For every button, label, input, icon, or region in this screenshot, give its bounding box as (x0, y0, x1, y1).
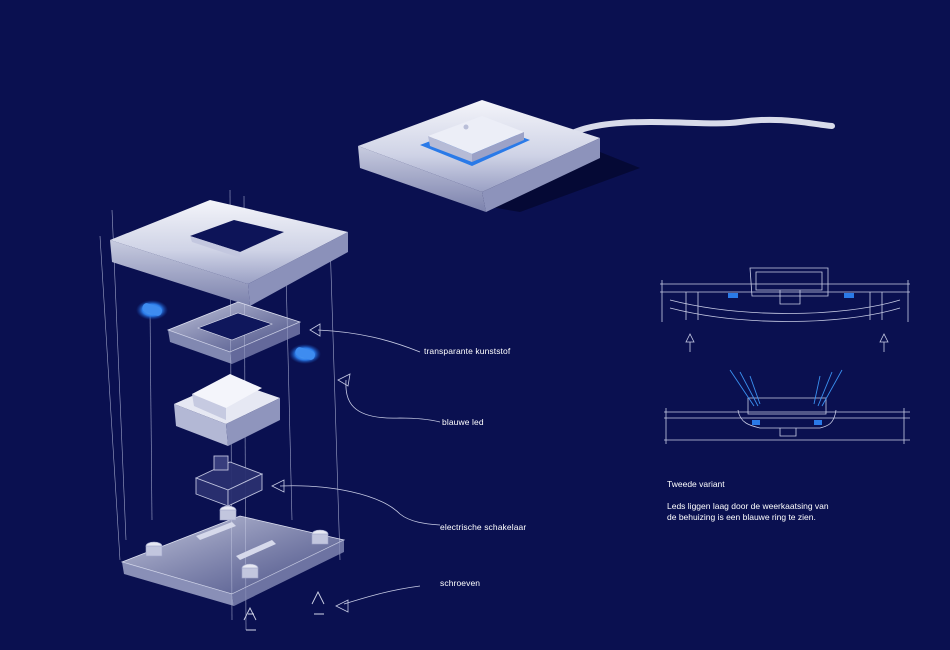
switch-button-side (472, 132, 524, 162)
variant-title: Tweede variant (667, 479, 725, 489)
label-transparent-plastic: transparante kunststof (424, 346, 511, 356)
frame-opening (190, 220, 284, 252)
top-frame (110, 200, 348, 306)
label-screws: schroeven (440, 578, 481, 588)
label-blue-led: blauwe led (442, 417, 484, 427)
arrow-icon (337, 373, 351, 387)
leader-led (345, 379, 441, 423)
cable (557, 116, 835, 143)
arrow-icon (335, 599, 349, 613)
variant-line-2: de behuizing is een blauwe ring te zien. (667, 512, 816, 522)
switch-housing-side (482, 138, 600, 212)
arrow-icon (271, 479, 285, 493)
led-marker (844, 293, 854, 298)
led-marker (814, 420, 822, 425)
led-right (289, 344, 321, 364)
led-left (136, 300, 168, 320)
assembled-switch (358, 100, 835, 212)
switch-housing-front (358, 146, 486, 212)
button-dot (463, 124, 469, 130)
cross-section-1 (660, 267, 910, 352)
switch-button-front (428, 136, 472, 162)
leader-transparent (317, 329, 421, 353)
cross-section-2 (664, 369, 910, 444)
label-electric-switch: electrische schakelaar (440, 522, 527, 532)
construction-line (99, 235, 121, 561)
construction-line (285, 271, 293, 521)
switch-button-top (428, 116, 524, 154)
variant-note: Tweede variant Leds liggen laag door de … (667, 479, 829, 523)
construction-line (329, 239, 341, 561)
leader-screws (343, 585, 421, 605)
leader-switch (279, 485, 441, 526)
transparent-plastic-ring (166, 301, 302, 364)
base-plate (120, 505, 346, 606)
led-marker (728, 293, 738, 298)
arrow-icon (309, 323, 321, 337)
variant-line-1: Leds liggen laag door de weerkaatsing va… (667, 501, 829, 511)
leader-lines (271, 323, 441, 613)
screws (243, 590, 325, 631)
button-cap (174, 374, 280, 446)
electric-switch (194, 455, 264, 507)
construction-line (149, 309, 153, 521)
construction-line (111, 209, 127, 541)
led-marker (752, 420, 760, 425)
